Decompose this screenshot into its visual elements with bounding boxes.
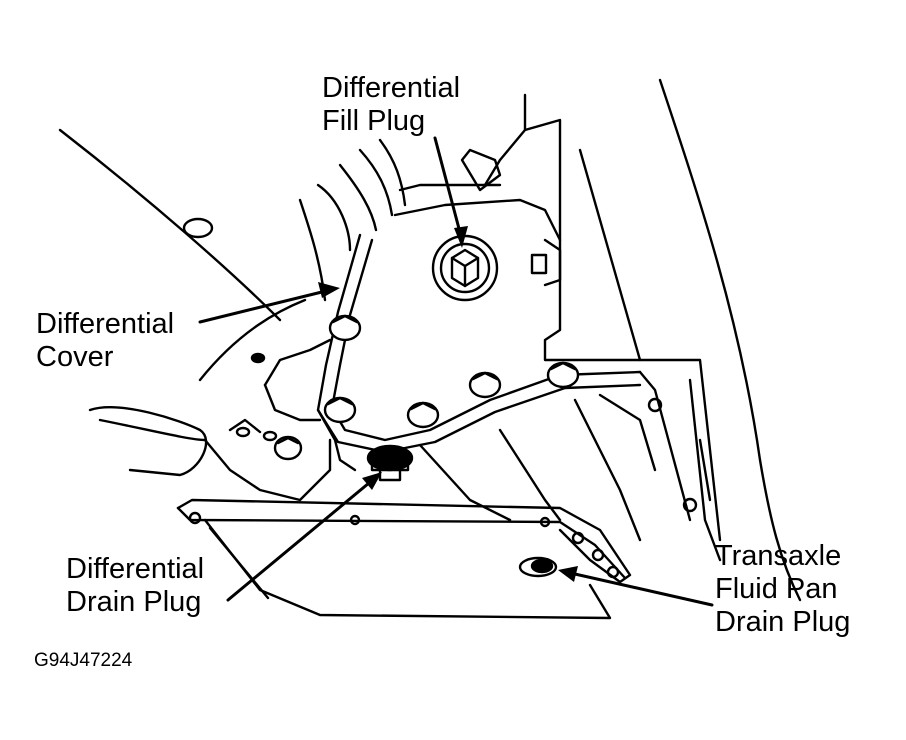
bolt-icon — [323, 396, 357, 424]
arrow-drain-plug — [226, 476, 377, 602]
left-bracket — [58, 128, 332, 502]
cover-bolts — [273, 314, 580, 461]
label-line: Differential — [322, 72, 461, 104]
bolt-icon — [468, 371, 502, 399]
bolt-icon — [328, 314, 362, 342]
bolt-icon — [406, 401, 440, 429]
figure-code: G94J47224 — [34, 650, 133, 671]
bolt-icon — [273, 435, 303, 461]
arrow-pan-drain-plug — [564, 570, 714, 607]
fill-plug-icon — [431, 234, 499, 302]
transaxle-fluid-pan — [176, 498, 632, 620]
label-line: Drain Plug — [66, 586, 202, 618]
leader-arrows — [198, 136, 714, 607]
housing-outline — [460, 78, 802, 602]
label-line: Cover — [36, 341, 114, 373]
label-differential-cover: Differential Cover — [36, 308, 174, 374]
transaxle-case — [418, 370, 698, 542]
differential-drain-plug-icon — [366, 444, 414, 482]
label-line: Differential — [66, 553, 205, 585]
arrow-fill-plug — [433, 136, 464, 242]
label-differential-fill-plug: Differential Fill Plug — [322, 72, 460, 138]
label-transaxle-fluid-pan-drain-plug: Transaxle Fluid Pan Drain Plug — [715, 540, 850, 639]
label-line: Fill Plug — [322, 105, 426, 137]
label-line: Differential — [36, 308, 175, 340]
label-line: Transaxle — [715, 540, 842, 572]
differential-housing — [298, 138, 562, 302]
bolt-icon — [546, 361, 580, 389]
pan-drain-plug-icon — [518, 556, 558, 578]
arrow-cover — [198, 288, 332, 324]
label-differential-drain-plug: Differential Drain Plug — [66, 553, 204, 619]
label-line: Drain Plug — [715, 606, 851, 638]
label-line: Fluid Pan — [715, 573, 838, 605]
